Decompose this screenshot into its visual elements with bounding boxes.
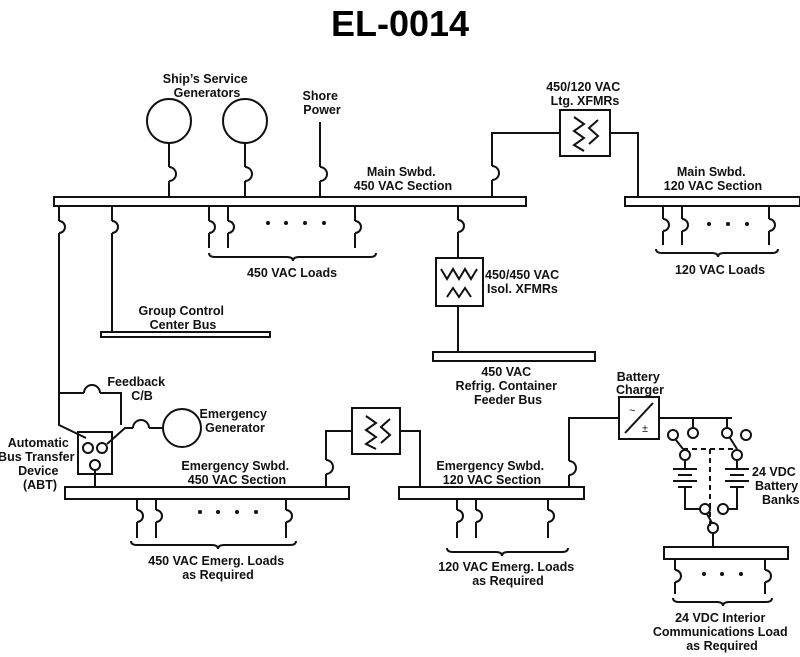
emergency-generator-icon xyxy=(162,408,202,448)
feedback-cb-label: Feedback C/B xyxy=(107,375,168,403)
emerg-450-bus xyxy=(64,486,350,500)
battery-transfer-switches xyxy=(667,427,752,528)
breaker-icon xyxy=(155,499,163,538)
battery-charger-label: Battery Charger xyxy=(616,370,664,397)
loads-450-breakers xyxy=(208,206,362,248)
emerg-xfmr-feeder xyxy=(325,430,352,487)
generator-icon xyxy=(222,98,268,144)
breaker-icon xyxy=(227,206,235,248)
breaker-icon xyxy=(208,206,216,248)
refrig-bus-label: 450 VAC Refrig. Container Feeder Bus xyxy=(456,365,561,407)
loads-120-label: 120 VAC Loads xyxy=(675,263,765,277)
breaker-icon xyxy=(547,499,555,538)
feedback-cb xyxy=(59,384,122,425)
generator-icon xyxy=(146,98,192,144)
battery-charger: ~ ± xyxy=(618,396,660,440)
shore-power-label: Shore Power xyxy=(303,89,342,117)
transformer-icon xyxy=(351,407,401,455)
isol-xfmr xyxy=(435,257,484,307)
diagram-title: EL-0014 xyxy=(331,3,469,44)
breaker-icon xyxy=(354,206,362,248)
ac-symbol: ~ xyxy=(629,405,635,417)
ltg-xfmr-secondary xyxy=(610,132,639,197)
breaker-icon xyxy=(136,499,144,538)
ltg-xfmr xyxy=(559,109,611,157)
ss-generator-2 xyxy=(222,98,268,196)
breaker-icon xyxy=(457,206,465,258)
emerg-generator-label: Emergency Generator xyxy=(200,407,271,435)
ltg-xfmr-feeder xyxy=(491,132,560,196)
battery-bank-1 xyxy=(673,460,700,510)
loads-450-label: 450 VAC Loads xyxy=(247,266,337,280)
breaker-icon xyxy=(111,206,119,332)
battery-icon xyxy=(725,460,749,510)
ss-generators-label: Ship’s Service Generators xyxy=(163,72,251,100)
breaker-icon xyxy=(285,499,293,538)
breaker-icon xyxy=(764,559,772,594)
main-450-label: Main Swbd. 450 VAC Section xyxy=(354,165,452,193)
main-120-bus xyxy=(624,196,800,207)
breaker-icon xyxy=(319,122,328,196)
brace-icon xyxy=(446,547,569,557)
breaker-icon xyxy=(132,419,163,429)
brace-icon xyxy=(655,248,779,258)
ss-generator-1 xyxy=(146,98,192,196)
breaker-icon xyxy=(681,206,689,245)
breaker-icon xyxy=(58,206,66,393)
ic-loads-label: 24 VDC Interior Communications Load as R… xyxy=(653,611,791,653)
emerg-xfmr xyxy=(351,407,401,455)
brace-icon xyxy=(130,540,297,550)
charger-feeder xyxy=(568,417,619,487)
emerg-loads-120-breakers xyxy=(456,499,555,538)
ltg-xfmr-label: 450/120 VAC Ltg. XFMRs xyxy=(546,80,624,108)
group-control-center-bus xyxy=(100,331,271,338)
shore-power xyxy=(319,122,328,196)
breaker-icon xyxy=(168,143,177,196)
ic-bus xyxy=(663,546,789,560)
abt-label: Automatic Bus Transfer Device (ABT) xyxy=(0,436,78,492)
ic-loads-breakers xyxy=(674,559,772,594)
battery-icon xyxy=(673,460,700,510)
abt xyxy=(77,427,133,475)
main-120-label: Main Swbd. 120 VAC Section xyxy=(664,165,762,193)
brace-icon xyxy=(208,252,377,262)
refrig-container-bus xyxy=(432,351,596,362)
group-control-label: Group Control Center Bus xyxy=(139,304,228,332)
emerg-120-bus xyxy=(398,486,585,500)
brace-icon xyxy=(672,597,773,607)
breaker-icon xyxy=(662,206,670,245)
emerg-450-label: Emergency Swbd. 450 VAC Section xyxy=(181,459,292,487)
breaker-icon xyxy=(456,499,464,538)
breaker-icon xyxy=(674,559,682,594)
breaker-icon xyxy=(244,143,253,196)
loads-120-breakers xyxy=(662,206,776,245)
emerg-loads-450-breakers xyxy=(136,499,293,538)
transformer-icon xyxy=(435,257,484,307)
main-450-bus xyxy=(53,196,527,207)
transformer-icon xyxy=(559,109,611,157)
breaker-icon xyxy=(475,499,483,538)
emerg-loads-450-label: 450 VAC Emerg. Loads as Required xyxy=(148,554,287,582)
isol-xfmr-label: 450/450 VAC Isol. XFMRs xyxy=(485,268,563,296)
breaker-icon xyxy=(768,206,776,245)
emerg-120-label: Emergency Swbd. 120 VAC Section xyxy=(436,459,547,487)
battery-bank-2 xyxy=(725,460,749,510)
abt-box xyxy=(77,431,113,475)
emerg-loads-120-label: 120 VAC Emerg. Loads as Required xyxy=(438,560,577,588)
dc-symbol: ± xyxy=(642,423,648,435)
battery-banks-label: 24 VDC Battery Banks xyxy=(752,465,800,507)
